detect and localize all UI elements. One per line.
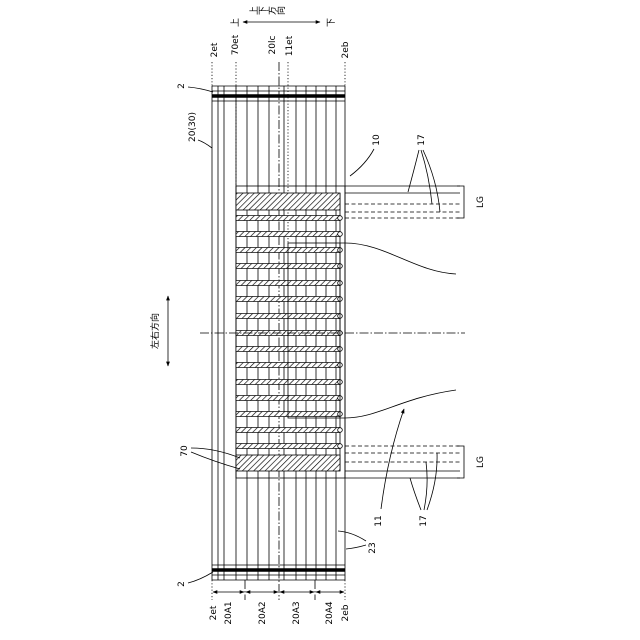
lg-bracket-top bbox=[457, 186, 464, 218]
hatched-bars bbox=[236, 193, 342, 471]
lead-curve-bottom bbox=[340, 390, 456, 418]
ref-20lc: 20lc bbox=[268, 36, 278, 55]
callout-20-30: 20(30) bbox=[188, 112, 198, 142]
leader-17-bottom bbox=[427, 453, 437, 510]
lg-label-bottom: LG bbox=[476, 456, 486, 468]
lg-bottom-group: LG bbox=[345, 446, 486, 478]
ref-20A1: 20A1 bbox=[224, 601, 234, 624]
leader-20-30 bbox=[198, 140, 212, 148]
ref-20A3: 20A3 bbox=[292, 601, 302, 624]
callout-2-top: 2 bbox=[177, 83, 187, 89]
ref-20A2: 20A2 bbox=[258, 601, 268, 624]
leader-17-bottom bbox=[410, 478, 421, 510]
leftright-direction-indicator: 左右方向 bbox=[149, 296, 168, 366]
leftright-direction-label: 左右方向 bbox=[149, 313, 161, 349]
hatched-bar bbox=[236, 444, 340, 449]
leader-17-bottom bbox=[424, 462, 427, 510]
leader-2-top bbox=[188, 87, 213, 92]
hatched-block-top bbox=[236, 193, 340, 210]
hatched-bar bbox=[236, 216, 340, 221]
ref-2eb-bottom: 2eb bbox=[341, 604, 351, 621]
hatched-bar bbox=[236, 428, 340, 433]
leader-23 bbox=[346, 545, 366, 549]
callout-17-top: 17 bbox=[417, 134, 427, 145]
down-label: 下 bbox=[327, 18, 337, 27]
bar-end-knob bbox=[338, 444, 343, 449]
callout-11: 11 bbox=[374, 515, 384, 526]
ref-2et-top: 2et bbox=[210, 42, 220, 57]
lead-curve-top bbox=[340, 243, 456, 274]
ref-70et: 70et bbox=[231, 34, 241, 55]
hatched-bar bbox=[236, 232, 340, 237]
callout-10: 10 bbox=[372, 134, 382, 146]
bar-end-knob bbox=[338, 428, 343, 433]
ref-2et-bottom: 2et bbox=[209, 605, 219, 620]
callout-2-bottom: 2 bbox=[177, 581, 187, 587]
callout-17-bottom: 17 bbox=[419, 515, 429, 526]
callout-70: 70 bbox=[180, 445, 190, 457]
callout-23: 23 bbox=[368, 542, 378, 553]
updown-direction-label: 上下方向 bbox=[249, 6, 287, 15]
leader-23 bbox=[338, 531, 366, 541]
leader-70 bbox=[191, 452, 240, 469]
up-label: 上 bbox=[230, 18, 241, 27]
leader-70 bbox=[191, 448, 240, 458]
leader-10 bbox=[350, 149, 374, 176]
leader-2-bottom bbox=[188, 572, 213, 583]
bar-end-knob bbox=[338, 232, 343, 237]
bar-end-knob bbox=[338, 216, 343, 221]
hatched-block-bottom bbox=[236, 455, 340, 471]
updown-direction-indicator: 上 上下方向 下 bbox=[230, 6, 337, 27]
ref-20A4: 20A4 bbox=[325, 601, 335, 625]
top-reference-labels: 2et 70et 20lc 11et 2eb bbox=[210, 34, 351, 58]
bottom-dimension: 2et 20A1 20A2 20A3 20A4 2eb bbox=[209, 580, 351, 625]
lg-label-top: LG bbox=[476, 196, 486, 208]
leader-11 bbox=[381, 409, 404, 509]
lg-top-group: LG bbox=[345, 186, 486, 218]
ref-11et: 11et bbox=[285, 35, 295, 56]
ref-2eb-top: 2eb bbox=[341, 41, 351, 58]
